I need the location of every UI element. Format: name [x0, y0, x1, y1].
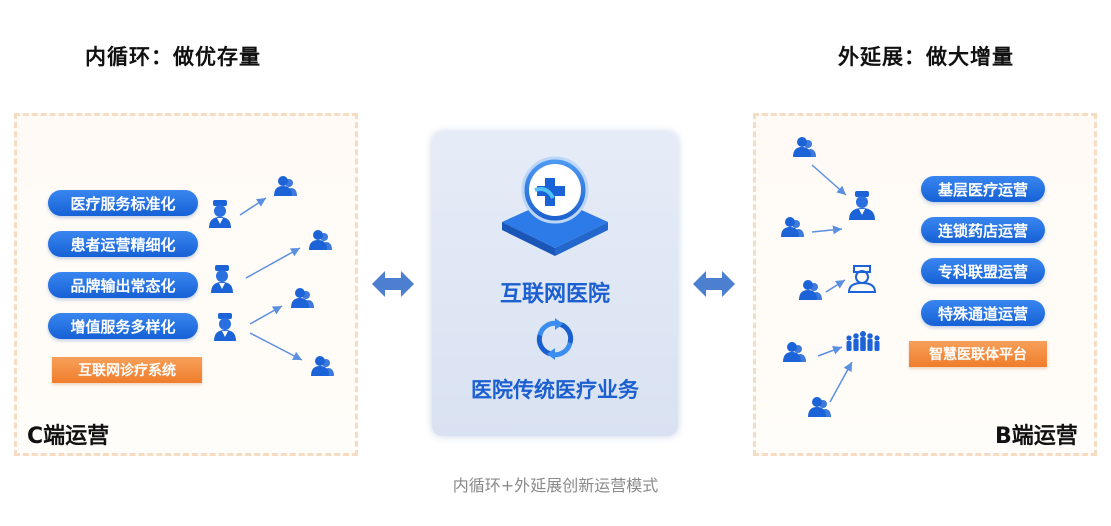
patient-icon [793, 137, 816, 157]
right-item-4: 特殊通道运营 [921, 300, 1045, 326]
patient-icon [781, 217, 804, 237]
crowd-icon [846, 331, 880, 351]
internet-hospital-box: 互联网医院 医院传统医疗业务 [432, 132, 678, 436]
right-item-2: 连锁药店运营 [921, 217, 1045, 243]
patient-icon [783, 342, 806, 362]
arrow [829, 361, 853, 403]
double-arrow-left-icon [372, 271, 414, 297]
left-item-2: 患者运营精细化 [48, 231, 198, 257]
left-item-4: 增值服务多样化 [48, 313, 198, 339]
smart-medical-alliance-platform-label: 智慧医联体平台 [909, 341, 1047, 367]
arrow [249, 305, 283, 325]
patient-icon [799, 280, 822, 300]
arrow [825, 279, 846, 293]
arrow [249, 332, 303, 361]
figure-caption: 内循环+外延展创新运营模式 [452, 476, 659, 495]
hospital-logo-icon [502, 156, 608, 360]
left-item-3: 品牌输出常态化 [48, 272, 198, 298]
arrow [239, 197, 267, 216]
right-item-1: 基层医疗运营 [921, 176, 1045, 202]
internet-diagnosis-system-label: 互联网诊疗系统 [52, 357, 202, 383]
b-end-corner-label: B端运营 [995, 424, 1078, 449]
internet-hospital-title: 互联网医院 [499, 282, 610, 307]
patient-icon [808, 397, 831, 417]
traditional-business-label: 医院传统医疗业务 [471, 378, 639, 402]
c-end-corner-label: C端运营 [27, 424, 110, 449]
doctor-icon [849, 191, 875, 220]
left-heading: 内循环：做优存量 [85, 45, 261, 69]
arrow [245, 247, 301, 279]
right-item-3: 专科联盟运营 [921, 258, 1045, 284]
arrow [811, 225, 843, 235]
double-arrow-right-icon [693, 271, 735, 297]
arrow [817, 345, 843, 357]
left-item-1: 医疗服务标准化 [48, 190, 198, 216]
cycle-icon [536, 318, 574, 360]
right-heading: 外延展：做大增量 [838, 45, 1014, 69]
arrow [811, 164, 847, 196]
nurse-icon [847, 265, 877, 293]
